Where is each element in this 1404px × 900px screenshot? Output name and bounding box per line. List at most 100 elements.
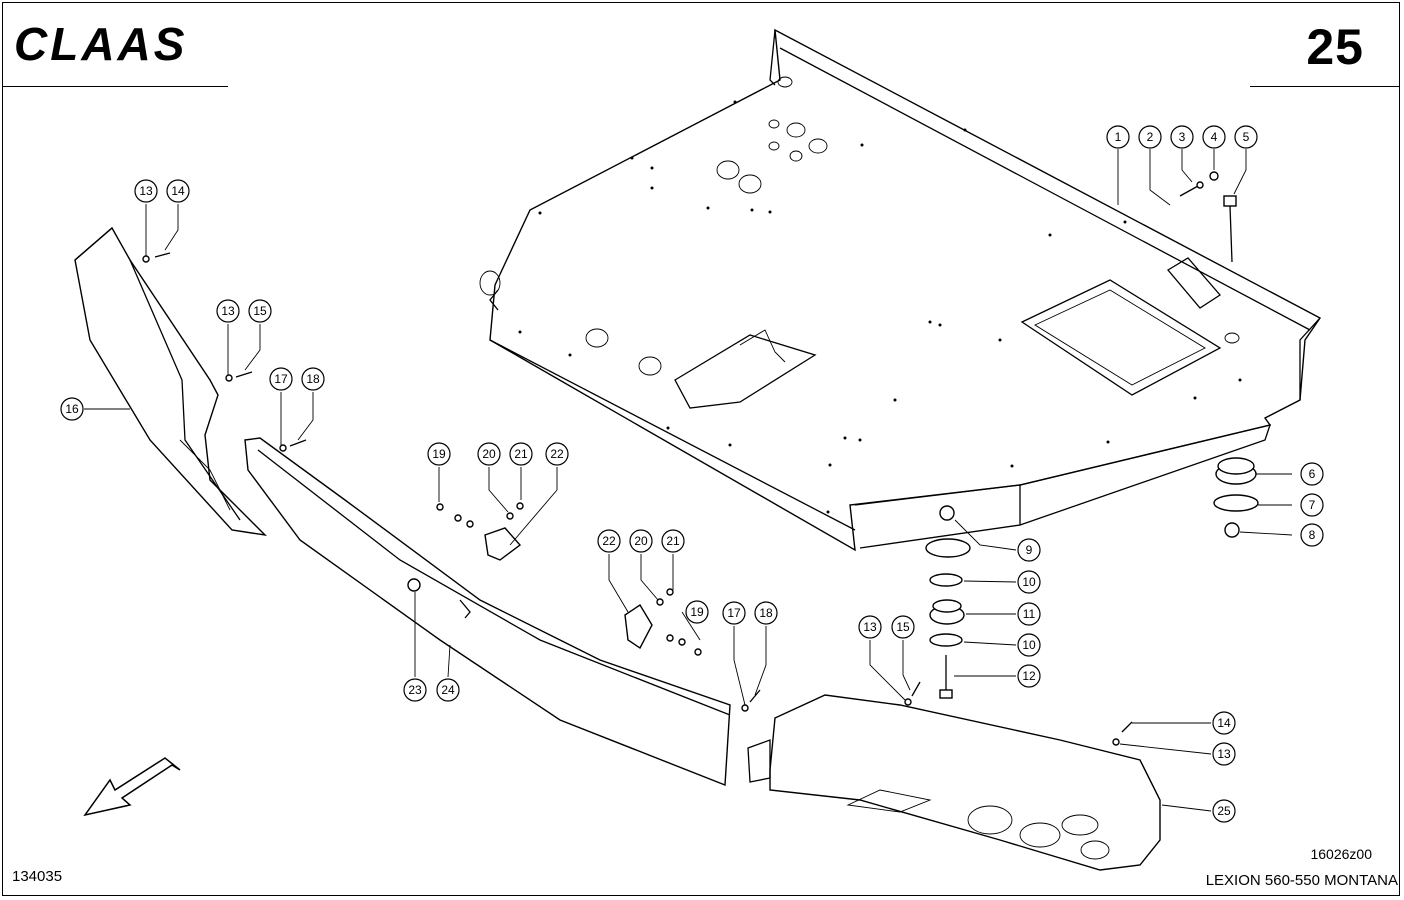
- svg-text:10: 10: [1022, 638, 1036, 652]
- rubber-mount-bottom: [925, 538, 971, 558]
- washer-10-upper: [929, 573, 963, 587]
- sheet-id: 134035: [12, 868, 63, 885]
- drawing-reference: 16026z00: [1310, 846, 1372, 862]
- callout-20-a: 20: [477, 442, 501, 466]
- callout-21-b: 21: [661, 529, 685, 553]
- callout-10-lower: 10: [1017, 633, 1041, 657]
- cab-floor-plate: [479, 28, 1322, 552]
- callout-19-b: 19: [685, 600, 709, 624]
- svg-text:24: 24: [441, 683, 455, 697]
- header-rule-left: [2, 86, 228, 87]
- callout-4: 4: [1202, 125, 1226, 149]
- svg-text:21: 21: [666, 534, 680, 548]
- svg-text:5: 5: [1243, 130, 1250, 144]
- svg-text:20: 20: [482, 447, 496, 461]
- callout-23: 23: [403, 678, 427, 702]
- callout-13-b: 13: [216, 299, 240, 323]
- bolt-5: [1223, 195, 1237, 263]
- callout-17-b: 17: [722, 601, 746, 625]
- svg-text:17: 17: [727, 606, 741, 620]
- callout-7: 7: [1300, 493, 1324, 517]
- svg-text:8: 8: [1309, 528, 1316, 542]
- callout-13-c: 13: [858, 615, 882, 639]
- svg-text:21: 21: [514, 447, 528, 461]
- header-rule-right: [1250, 86, 1400, 87]
- washer-7: [1213, 494, 1259, 512]
- side-panel-16: [74, 226, 268, 537]
- callout-10-upper: 10: [1017, 570, 1041, 594]
- svg-text:15: 15: [896, 620, 910, 634]
- svg-text:6: 6: [1309, 467, 1316, 481]
- direction-arrow-icon: [83, 757, 181, 817]
- svg-text:15: 15: [253, 304, 267, 318]
- callout-15-b: 15: [891, 615, 915, 639]
- callout-13-a: 13: [134, 179, 158, 203]
- svg-text:10: 10: [1022, 575, 1036, 589]
- callout-22-b: 22: [597, 529, 621, 553]
- callout-11: 11: [1017, 602, 1041, 626]
- svg-text:7: 7: [1309, 498, 1316, 512]
- nut-8: [1224, 522, 1240, 538]
- callout-18-a: 18: [301, 367, 325, 391]
- callout-1: 1: [1106, 125, 1130, 149]
- rubber-mount-6: [1215, 457, 1257, 485]
- fasteners-left: [142, 252, 1133, 746]
- callout-2: 2: [1138, 125, 1162, 149]
- page-number: 25: [1306, 19, 1364, 75]
- rubber-mount-11: [929, 599, 965, 625]
- washer-10-lower: [929, 633, 963, 647]
- callout-12: 12: [1017, 664, 1041, 688]
- svg-text:12: 12: [1022, 669, 1036, 683]
- callout-25: 25: [1212, 799, 1236, 823]
- svg-text:23: 23: [408, 683, 422, 697]
- svg-text:4: 4: [1211, 130, 1218, 144]
- bolt-12: [939, 655, 953, 699]
- side-panel-25: [747, 694, 1161, 871]
- svg-text:11: 11: [1023, 607, 1036, 621]
- bracket-22-lower: [624, 588, 702, 656]
- callouts: 1 2 3 4 5 6 7 8 9 10 11 10 12 13 14 13 1…: [60, 125, 1324, 823]
- svg-text:2: 2: [1147, 130, 1154, 144]
- svg-text:13: 13: [221, 304, 235, 318]
- svg-text:13: 13: [139, 184, 153, 198]
- screw-3: [1179, 181, 1204, 197]
- callout-20-b: 20: [629, 529, 653, 553]
- svg-text:19: 19: [432, 447, 446, 461]
- brand-logo: CLAAS: [14, 20, 184, 68]
- svg-text:18: 18: [306, 372, 320, 386]
- svg-text:14: 14: [171, 184, 185, 198]
- svg-text:22: 22: [550, 447, 564, 461]
- svg-text:1: 1: [1115, 130, 1122, 144]
- callout-24: 24: [436, 678, 460, 702]
- svg-text:9: 9: [1026, 543, 1033, 557]
- svg-text:17: 17: [274, 372, 288, 386]
- svg-text:3: 3: [1179, 130, 1186, 144]
- svg-text:19: 19: [690, 605, 704, 619]
- svg-text:18: 18: [759, 606, 773, 620]
- callout-6: 6: [1300, 462, 1324, 486]
- callout-14-a: 14: [166, 179, 190, 203]
- callout-8: 8: [1300, 523, 1324, 547]
- callout-17-a: 17: [269, 367, 293, 391]
- callout-21-a: 21: [509, 442, 533, 466]
- nut-4: [1209, 171, 1219, 181]
- callout-5: 5: [1234, 125, 1258, 149]
- svg-text:14: 14: [1217, 716, 1231, 730]
- callout-16: 16: [60, 397, 84, 421]
- svg-text:13: 13: [1217, 747, 1231, 761]
- svg-text:25: 25: [1217, 804, 1231, 818]
- svg-text:16: 16: [65, 402, 79, 416]
- front-trim-24: [244, 437, 731, 787]
- callout-22-a: 22: [545, 442, 569, 466]
- callout-19-a: 19: [427, 442, 451, 466]
- model-name: LEXION 560-550 MONTANA: [1205, 872, 1398, 889]
- svg-text:22: 22: [602, 534, 616, 548]
- callout-3: 3: [1170, 125, 1194, 149]
- callout-9: 9: [1017, 538, 1041, 562]
- callout-18-b: 18: [754, 601, 778, 625]
- callout-15-a: 15: [248, 299, 272, 323]
- nut-9: [939, 505, 955, 521]
